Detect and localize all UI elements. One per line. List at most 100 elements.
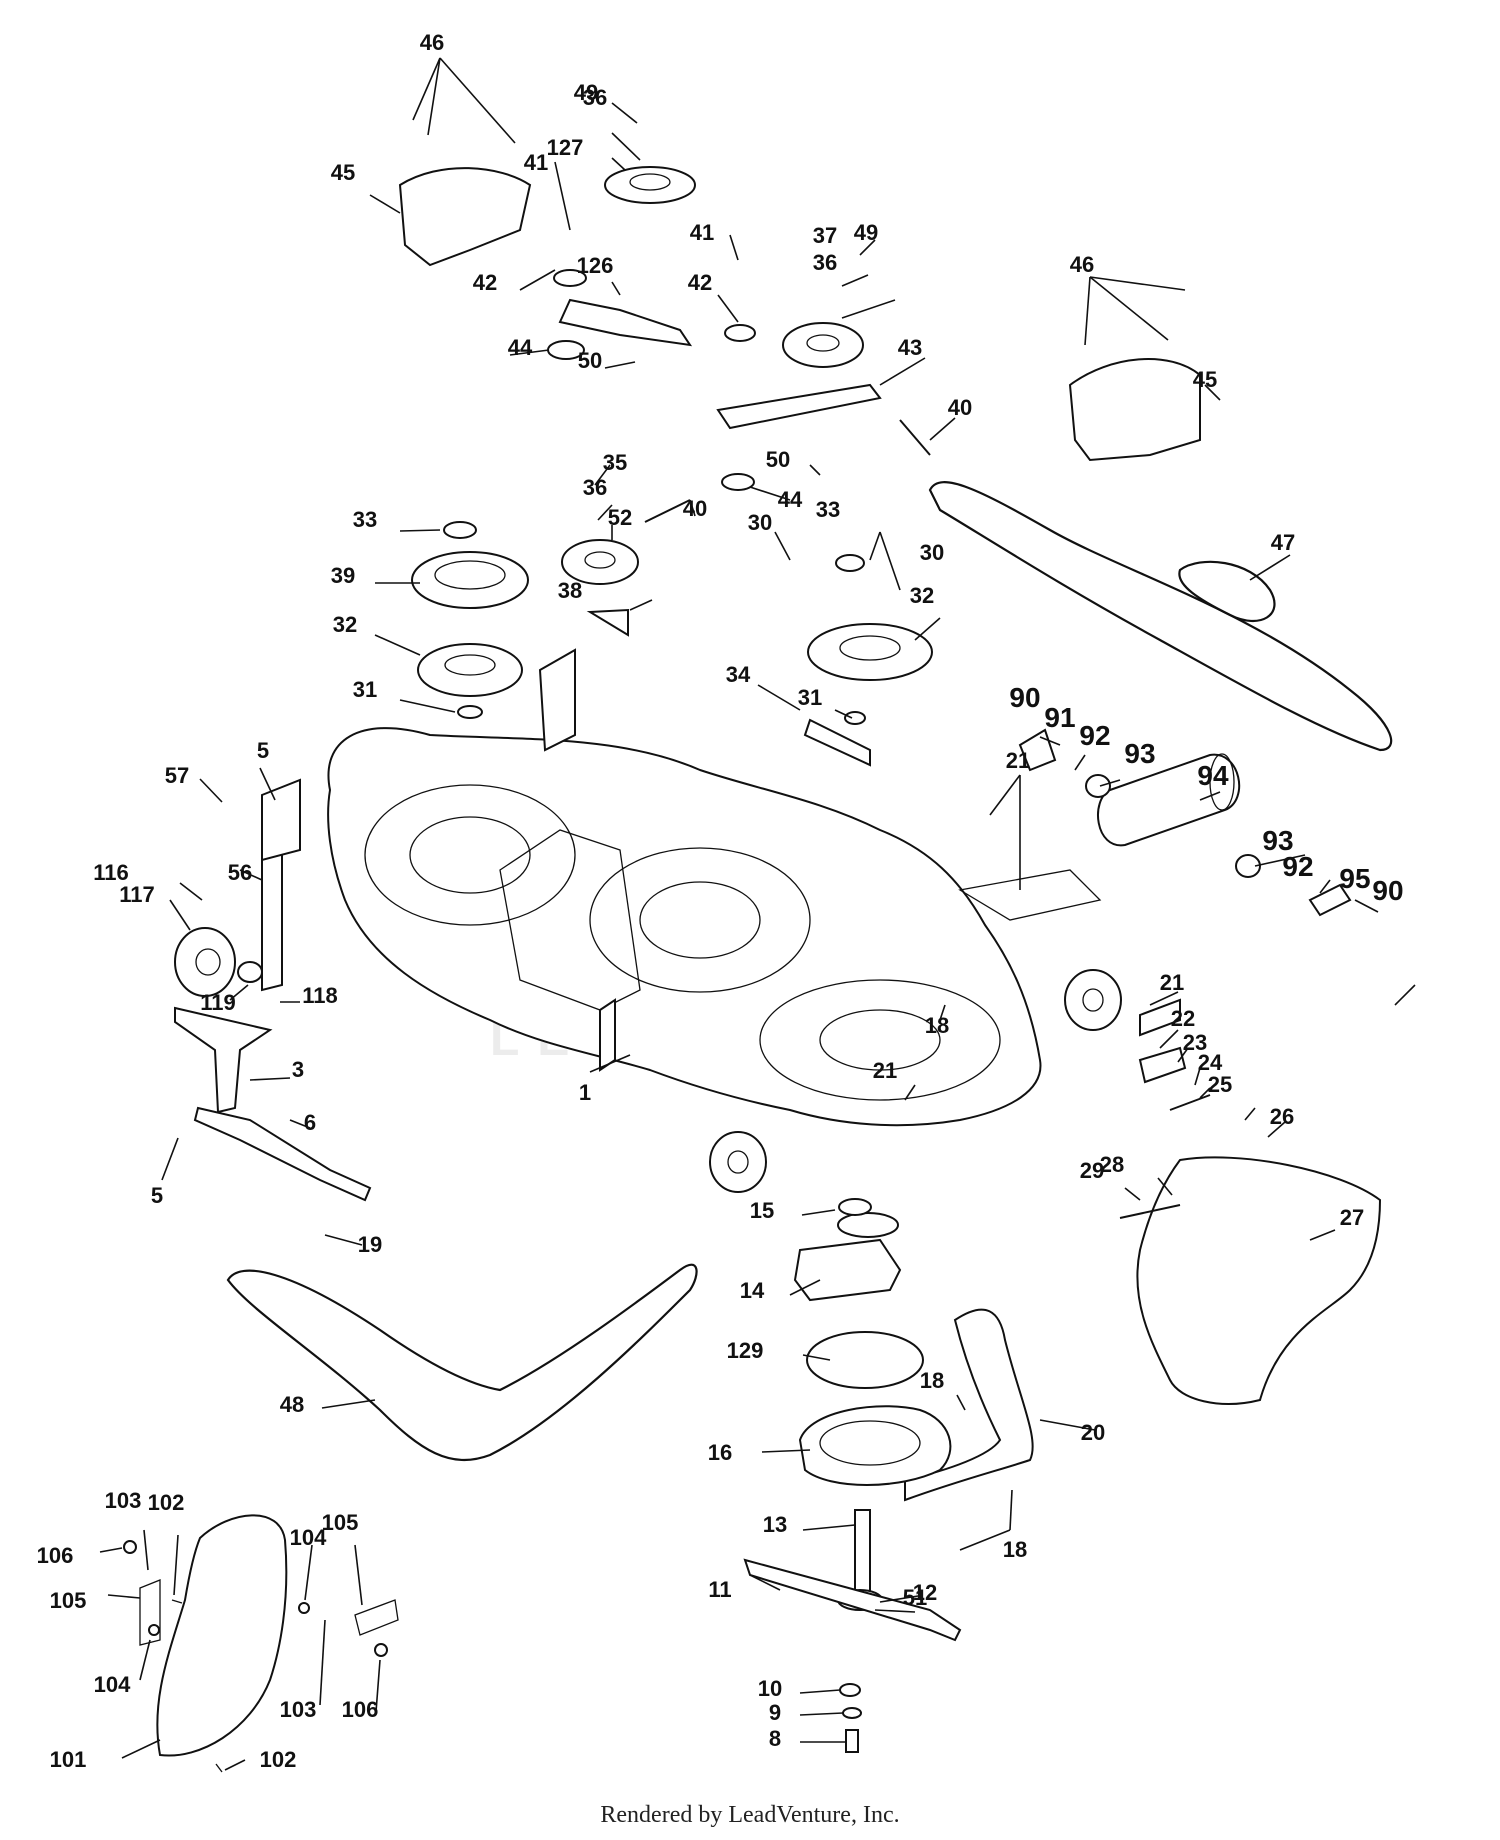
- callout-label-30: 30: [748, 510, 772, 535]
- knob-106-right: [374, 1643, 388, 1657]
- deck-belt-47-loop: [1178, 560, 1276, 623]
- callout-label-28: 28: [1100, 1152, 1124, 1177]
- callout-label-102: 102: [260, 1747, 297, 1772]
- spindle-pulley-32-right: [807, 554, 933, 725]
- callout-label-91: 91: [1044, 702, 1075, 733]
- deflector-shield-20: [904, 1308, 1034, 1502]
- callout-label-8: 8: [769, 1726, 781, 1751]
- deck-wheel-right: [1064, 969, 1122, 1031]
- callout-label-103: 103: [280, 1697, 317, 1722]
- spring-40-upper: [899, 419, 931, 456]
- callout-label-118: 118: [302, 983, 338, 1008]
- callout-label-103: 103: [105, 1488, 142, 1513]
- screw-102-bottom: [215, 1763, 223, 1773]
- callout-label-32: 32: [333, 612, 357, 637]
- callout-label-116: 116: [93, 860, 129, 885]
- callout-label-92: 92: [1079, 720, 1110, 751]
- callout-label-93: 93: [1124, 738, 1155, 769]
- callout-label-37: 37: [813, 223, 837, 248]
- mulch-lever-105-right: [354, 1599, 399, 1636]
- callout-label-24: 24: [1198, 1050, 1223, 1075]
- bushing-93-left: [1085, 774, 1111, 798]
- spindle-shield-16: [798, 1405, 952, 1486]
- washer-44-right: [721, 473, 755, 491]
- callout-label-30: 30: [920, 540, 944, 565]
- callout-label-18: 18: [920, 1368, 944, 1393]
- callout-label-42: 42: [473, 270, 497, 295]
- spindle-pulley-32-left: [417, 643, 523, 719]
- spindle-shaft-13: [854, 1509, 871, 1596]
- callout-label-16: 16: [708, 1440, 732, 1465]
- washer-104-right: [298, 1602, 310, 1614]
- callout-label-31: 31: [353, 677, 377, 702]
- callout-label-56: 56: [228, 860, 252, 885]
- callout-label-57: 57: [165, 763, 189, 788]
- callout-leader-lines: [99, 57, 1416, 1771]
- callout-label-50: 50: [766, 447, 790, 472]
- washer-10: [839, 1683, 861, 1697]
- discharge-chute-27: [1136, 1156, 1382, 1405]
- callout-label-46: 46: [1070, 252, 1094, 277]
- callout-label-117: 117: [119, 882, 155, 907]
- spindle-housing-14: [793, 1212, 902, 1302]
- callout-label-47: 47: [1271, 530, 1295, 555]
- callout-label-52: 52: [608, 505, 632, 530]
- callout-label-3: 3: [292, 1057, 304, 1082]
- callout-label-104: 104: [290, 1525, 327, 1550]
- callout-label-49: 49: [854, 220, 878, 245]
- callout-label-94: 94: [1197, 760, 1229, 791]
- idler-pulley-127: [604, 166, 696, 204]
- callout-label-5: 5: [151, 1183, 163, 1208]
- callout-label-36: 36: [583, 85, 607, 110]
- callout-label-21: 21: [1160, 970, 1184, 995]
- idler-arm-126: [558, 298, 693, 347]
- callout-label-31: 31: [798, 685, 822, 710]
- idler-arm-43: [716, 383, 882, 430]
- callout-label-38: 38: [558, 578, 582, 603]
- hanger-bracket-3: [174, 1006, 273, 1114]
- callout-label-43: 43: [898, 335, 922, 360]
- knob-106-left: [123, 1540, 137, 1554]
- callout-label-18: 18: [925, 1013, 949, 1038]
- chute-bracket-23: [1138, 1046, 1187, 1084]
- callout-label-18: 18: [1003, 1537, 1027, 1562]
- callout-label-106: 106: [342, 1697, 379, 1722]
- callout-label-95: 95: [1339, 863, 1370, 894]
- callout-label-33: 33: [353, 507, 377, 532]
- callout-label-39: 39: [331, 563, 355, 588]
- callout-label-32: 32: [910, 583, 934, 608]
- idler-pulley-52: [561, 539, 639, 585]
- callout-label-49: 49: [574, 80, 598, 105]
- callout-label-29: 29: [1080, 1158, 1104, 1183]
- callout-label-34: 34: [726, 662, 751, 687]
- spring-40-lower: [644, 499, 691, 523]
- callout-label-19: 19: [358, 1232, 382, 1257]
- callout-label-23: 23: [1183, 1030, 1207, 1055]
- chute-bracket-22: [1139, 998, 1181, 1037]
- washer-104-left: [148, 1624, 160, 1636]
- callout-label-90: 90: [1372, 875, 1403, 906]
- bracket-34: [803, 718, 871, 767]
- mower-deck-housing: [327, 648, 1042, 1127]
- callout-label-129: 129: [727, 1338, 764, 1363]
- footer-credit: Rendered by LeadVenture, Inc.: [600, 1802, 900, 1828]
- callout-label-92: 92: [1282, 851, 1313, 882]
- callout-label-126: 126: [577, 253, 614, 278]
- deck-wheel-front: [709, 1131, 767, 1193]
- screw-102-top: [171, 1599, 183, 1604]
- callout-label-41: 41: [690, 220, 714, 245]
- callout-label-10: 10: [758, 1676, 782, 1701]
- spacer-42-right: [724, 324, 756, 342]
- front-hanger-bracket: [261, 778, 301, 862]
- callout-label-105: 105: [322, 1510, 359, 1535]
- callout-label-102: 102: [148, 1490, 185, 1515]
- spacer-42-left: [553, 269, 587, 287]
- callout-label-12: 12: [913, 1580, 937, 1605]
- callout-label-40: 40: [948, 395, 972, 420]
- deck-belt-47: [928, 481, 1393, 752]
- callout-label-35: 35: [603, 450, 627, 475]
- bushing-93-right: [1235, 854, 1261, 878]
- callout-label-48: 48: [280, 1392, 304, 1417]
- callout-label-46: 46: [420, 30, 444, 55]
